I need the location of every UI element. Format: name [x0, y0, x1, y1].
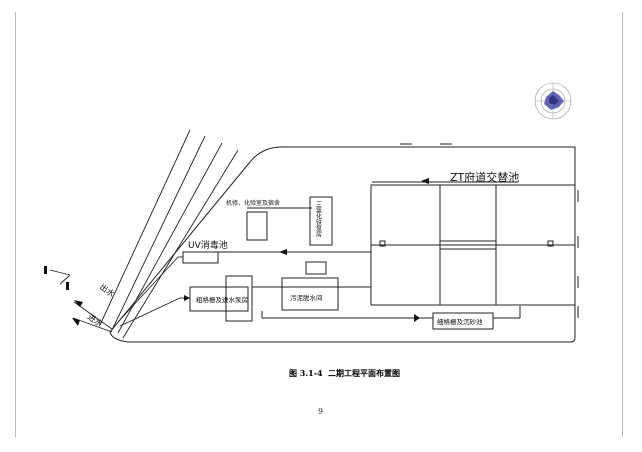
pipe-arrows — [44, 266, 83, 326]
sludge-building — [281, 261, 339, 311]
page-frame — [15, 12, 623, 437]
road — [49, 129, 239, 339]
pipe-stub-a — [49, 269, 71, 276]
coarse-screen-label: 粗格栅及进水泵房 — [196, 295, 248, 304]
sludge-room-label: 污泥脱水间 — [290, 293, 323, 302]
outlet-label: 出水 — [98, 281, 117, 298]
arrow-icon — [414, 314, 420, 322]
office-label: 机修、化验室及宿舍 — [226, 199, 280, 207]
arrow-icon — [72, 318, 80, 326]
pipe-marker — [66, 282, 69, 290]
uv-pool — [182, 251, 219, 264]
figure-title: 二期工程平面布置图 — [328, 368, 400, 378]
page-number: 9 — [318, 407, 323, 416]
chem-room-label: 三氯化铁泵房 — [315, 201, 322, 238]
pipe-marker — [44, 266, 47, 274]
inlet-label: 进水 — [86, 311, 105, 328]
coarse-screen-building — [189, 275, 371, 322]
uv-pool-label: UV消毒池 — [188, 239, 228, 251]
boundary-dashes — [400, 143, 579, 318]
arrow-icon — [279, 249, 287, 255]
arrow-icon — [421, 178, 429, 184]
figure-number: 图 3.1-4 — [289, 368, 323, 378]
zt-pool — [370, 181, 576, 306]
arrow-icon — [74, 300, 83, 307]
wind-rose-icon — [534, 82, 572, 120]
pipe-stub-b — [59, 274, 71, 285]
fine-screen-building — [261, 306, 521, 330]
zt-pool-label: ZT府道交替池 — [450, 170, 519, 184]
chem-room — [309, 196, 333, 246]
inlet-pipe — [73, 301, 113, 330]
arrow-icon — [184, 295, 190, 301]
site-boundary — [109, 146, 576, 343]
office-building — [246, 207, 312, 241]
road-edge-2 — [111, 135, 206, 331]
road-edge-1 — [99, 129, 191, 326]
road-edge-4 — [122, 149, 239, 339]
fine-screen-label: 细格栅及沉砂池 — [437, 317, 483, 326]
